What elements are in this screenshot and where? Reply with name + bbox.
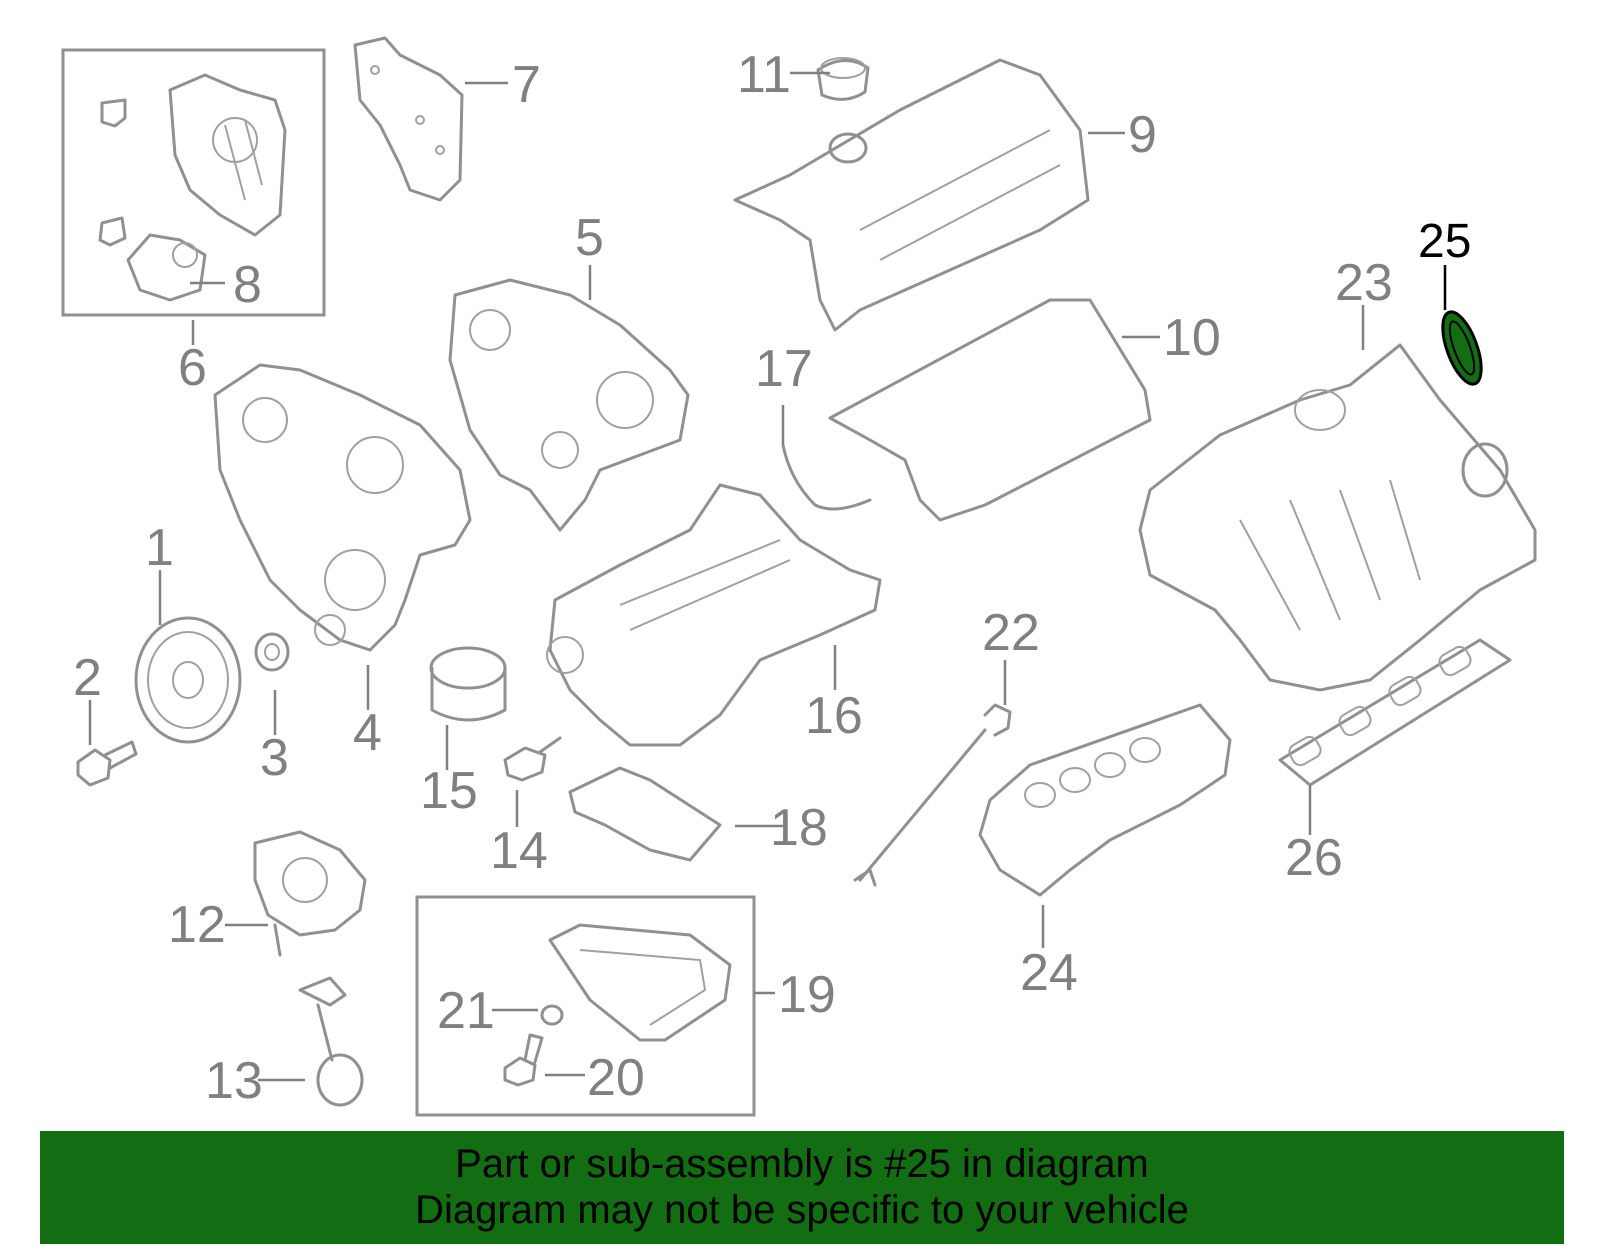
- callout-11: 11: [737, 46, 791, 104]
- callout-labels: 1 2 3 4 5 6 7 8 9 10 11 12 13 14 15 16 1…: [73, 46, 1471, 1110]
- callout-25: 25: [1418, 215, 1471, 268]
- callout-19: 19: [778, 966, 836, 1024]
- callout-8: 8: [233, 256, 262, 314]
- seal-17-part: [781, 443, 872, 511]
- baffle-plate-part: [568, 766, 722, 862]
- group-box-6: [61, 48, 326, 317]
- thermostat-housing-part: [126, 233, 207, 302]
- callout-13: 13: [205, 1052, 263, 1110]
- callout-2: 2: [73, 649, 102, 707]
- callout-1: 1: [145, 519, 174, 577]
- parts-diagram: 1 2 3 4 5 6 7 8 9 10 11 12 13 14 15 16 1…: [61, 36, 1537, 1117]
- intake-manifold-gasket-part: [1278, 638, 1512, 787]
- group-box-19: [415, 895, 756, 1117]
- drain-washer-part: [540, 1004, 564, 1026]
- callout-5: 5: [575, 209, 604, 267]
- lower-oil-pan-part: [548, 923, 732, 1042]
- callout-26: 26: [1285, 829, 1343, 887]
- oil-strainer-part: [298, 976, 364, 1107]
- callout-17: 17: [755, 340, 813, 398]
- timing-cover-gasket-part: [353, 36, 464, 202]
- callout-12: 12: [168, 896, 226, 954]
- callout-7: 7: [512, 56, 541, 114]
- front-cover-part: [448, 278, 690, 532]
- upper-intake-manifold-part: [1138, 343, 1537, 692]
- valve-cover-gasket-part: [828, 298, 1152, 522]
- gasket-25-highlighted-part: [1441, 310, 1483, 386]
- drain-plug-part: [503, 1033, 544, 1087]
- oil-pressure-switch-part: [503, 736, 562, 782]
- oil-pump-part: [253, 830, 367, 957]
- callout-leaders: [88, 71, 1447, 1082]
- callout-6: 6: [178, 339, 207, 397]
- callout-4: 4: [353, 704, 382, 762]
- dipstick-part: [853, 703, 1012, 887]
- timing-chain-case-part: [213, 363, 472, 652]
- front-seal-part: [254, 632, 290, 672]
- water-pump-part: [98, 73, 287, 247]
- callout-14: 14: [490, 822, 548, 880]
- callout-9: 9: [1128, 106, 1157, 164]
- banner-line-part-number: Part or sub-assembly is #25 in diagram: [455, 1142, 1149, 1186]
- info-banner: Part or sub-assembly is #25 in diagram D…: [40, 1131, 1564, 1244]
- callout-24: 24: [1020, 944, 1078, 1002]
- banner-line-disclaimer: Diagram may not be specific to your vehi…: [415, 1188, 1189, 1232]
- lower-intake-manifold-part: [978, 703, 1232, 897]
- upper-oil-pan-part: [546, 483, 882, 747]
- oil-filler-cap-part: [816, 57, 870, 101]
- oil-filter-part: [429, 646, 507, 722]
- callout-3: 3: [260, 729, 289, 787]
- callout-10: 10: [1163, 309, 1221, 367]
- pulley-bolt-part: [76, 740, 138, 787]
- callout-21: 21: [437, 982, 495, 1040]
- callout-23: 23: [1335, 254, 1393, 312]
- callout-18: 18: [770, 799, 828, 857]
- callout-20: 20: [587, 1049, 645, 1107]
- callout-15: 15: [420, 762, 478, 820]
- crankshaft-pulley-part: [134, 616, 242, 744]
- valve-cover-part: [733, 58, 1090, 332]
- callout-16: 16: [805, 687, 863, 745]
- callout-22: 22: [982, 604, 1040, 662]
